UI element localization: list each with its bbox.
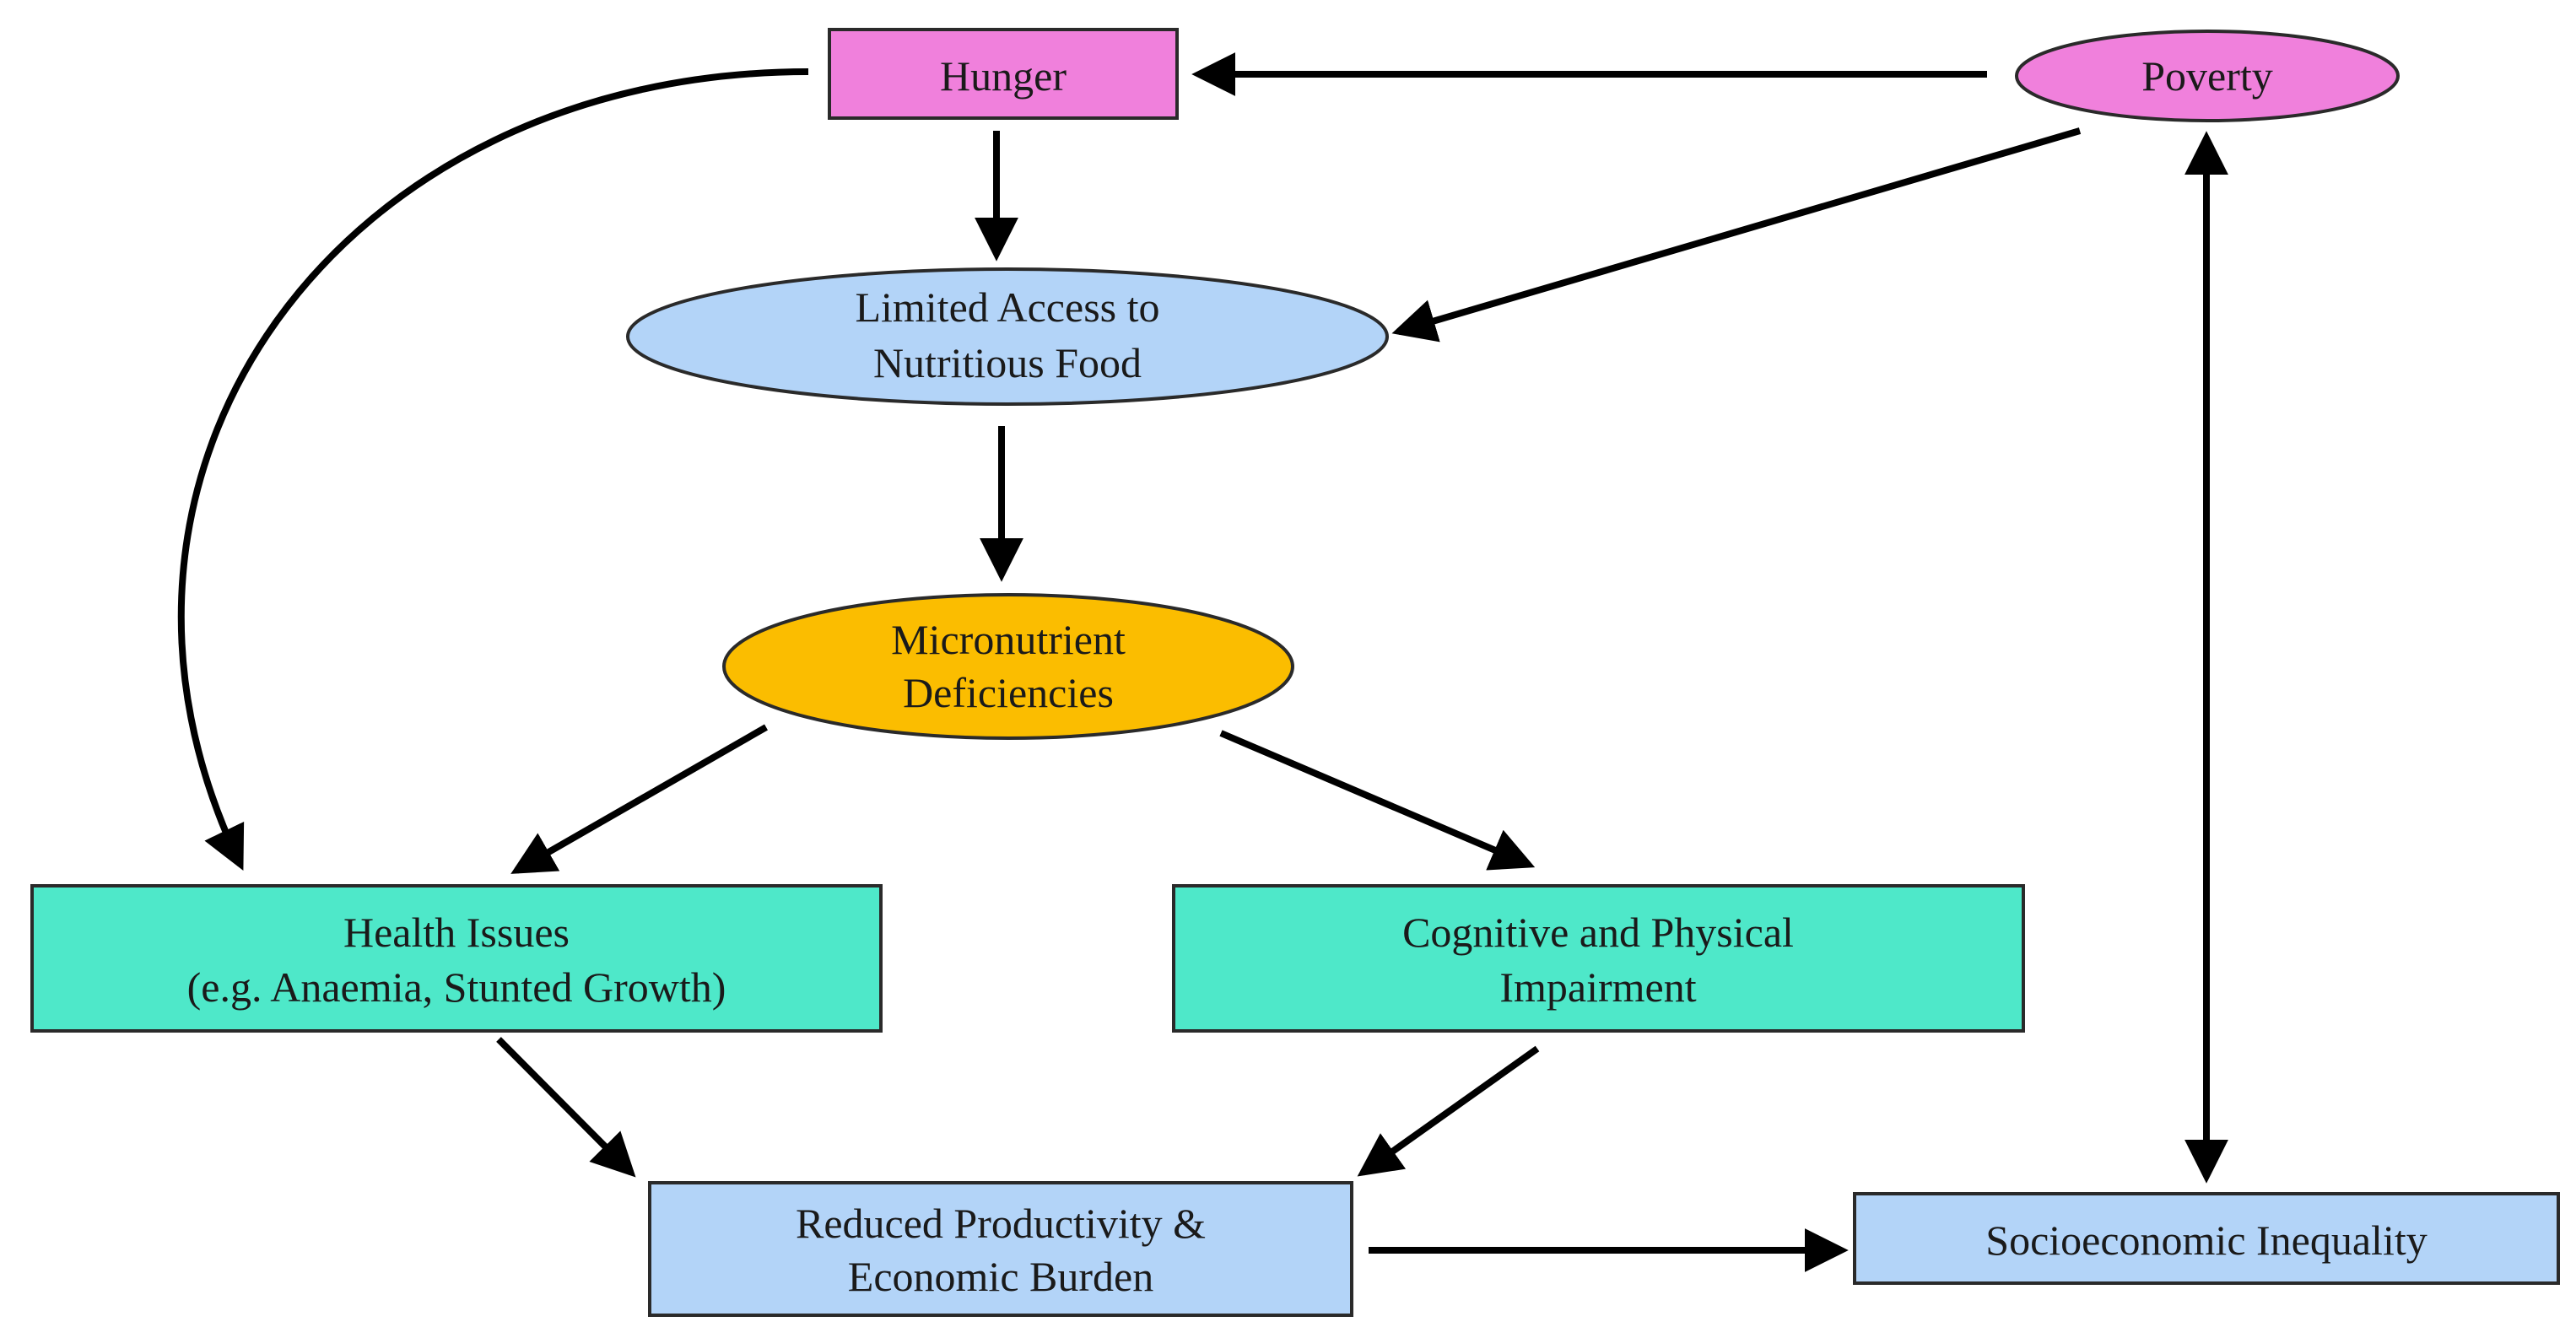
node-shape [1172,884,2025,1033]
node-productivity: Reduced Productivity & Economic Burden [648,1181,1353,1317]
node-inequality: Socioeconomic Inequality [1853,1192,2560,1285]
node-shape [626,267,1389,406]
node-label: Socioeconomic Inequality [1985,1217,2427,1264]
node-poverty: Poverty [2015,30,2400,122]
node-label: Cognitive and Physical [1402,909,1794,956]
node-micronutrient: Micronutrient Deficiencies [722,593,1294,740]
node-label: Nutritious Food [873,339,1142,386]
edge-health-issues-to-productivity [496,1037,636,1178]
node-cognitive: Cognitive and Physical Impairment [1172,884,2025,1033]
node-label: Micronutrient [891,616,1126,663]
node-label: Impairment [1499,963,1696,1011]
edges [177,52,2228,1272]
node-limited-access: Limited Access to Nutritious Food [626,267,1389,406]
node-label: (e.g. Anaemia, Stunted Growth) [187,963,726,1011]
node-label: Health Issues [343,909,570,956]
edge-poverty-to-limited-access [1391,127,2082,343]
node-shape [648,1181,1353,1317]
nodes: Hunger Poverty Limited Access to Nutriti… [30,28,2560,1317]
edge-hunger-to-health-issues [177,68,809,871]
node-shape [2015,30,2400,122]
node-label: Reduced Productivity & [796,1200,1206,1247]
node-shape [722,593,1294,740]
node-shape [828,28,1179,120]
edge-micronutrient-to-cognitive [1219,730,1536,871]
edge-cognitive-to-productivity [1357,1045,1540,1177]
node-label: Deficiencies [903,669,1114,716]
node-label: Limited Access to [855,283,1159,331]
node-label: Poverty [2141,52,2273,100]
node-health-issues: Health Issues (e.g. Anaemia, Stunted Gro… [30,884,883,1033]
node-hunger: Hunger [828,28,1179,120]
node-label: Economic Burden [848,1253,1153,1300]
node-shape [30,884,883,1033]
node-label: Hunger [940,52,1067,100]
node-shape [1853,1192,2560,1285]
edge-micronutrient-to-health-issues [510,724,768,874]
